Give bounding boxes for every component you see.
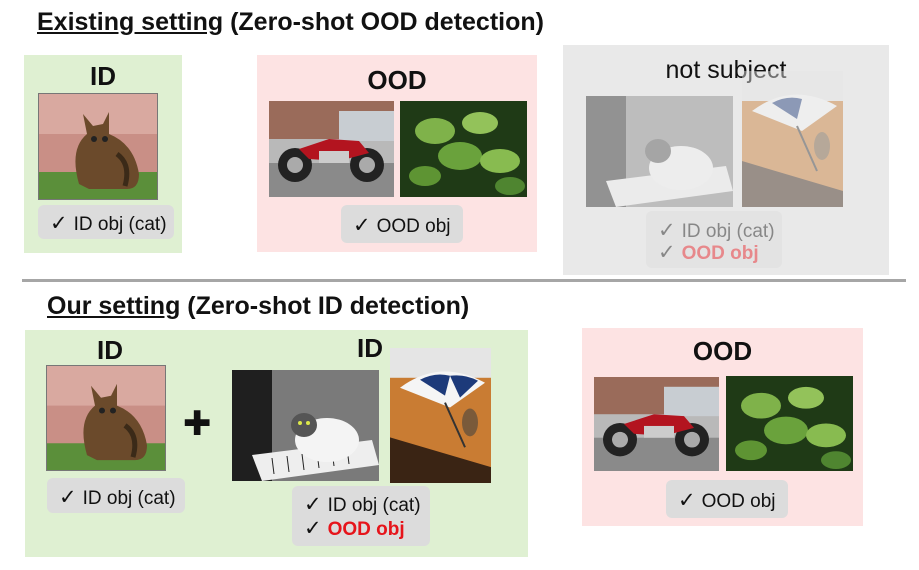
- existing-setting-title-rest: (Zero-shot OOD detection): [223, 8, 544, 36]
- check-icon: ✓: [353, 214, 371, 237]
- existing-id-label: ID: [90, 61, 116, 91]
- our-setting-title-underlined: Our setting: [47, 292, 181, 320]
- existing-setting-title: Existing setting (Zero-shot OOD detectio…: [37, 8, 544, 37]
- check-icon: ✓: [304, 517, 322, 540]
- our-id-tag-right-line2: OOD obj: [327, 519, 405, 540]
- check-icon: ✓: [59, 486, 77, 509]
- not-subject-panel: not subject ✓ID obj (cat) ✓OOD obj: [563, 45, 889, 275]
- existing-ood-tag-text: OOD obj: [376, 216, 451, 237]
- check-icon: ✓: [658, 241, 676, 264]
- our-id-tag-right-line1: ID obj (cat): [327, 495, 421, 516]
- existing-id-tag: ✓ID obj (cat): [38, 205, 174, 239]
- umbrella-image: [390, 348, 491, 483]
- motorcycle-image: [594, 377, 719, 471]
- existing-id-panel: ID ✓ID obj (cat): [24, 55, 182, 253]
- plant-image: [400, 101, 527, 197]
- check-icon: ✓: [658, 219, 676, 242]
- umbrella-image: [742, 71, 843, 207]
- our-id-tag-left: ✓ID obj (cat): [47, 478, 185, 513]
- our-id-label-left: ID: [97, 335, 123, 365]
- check-icon: ✓: [678, 489, 696, 512]
- existing-setting-title-underlined: Existing setting: [37, 8, 224, 36]
- existing-id-tag-text: ID obj (cat): [73, 214, 167, 235]
- cat-image: [46, 365, 166, 471]
- check-icon: ✓: [50, 212, 68, 235]
- cat-on-keyboard-image: [586, 96, 733, 207]
- not-subject-label: not subject: [665, 56, 787, 84]
- our-ood-panel: OOD ✓OOD obj: [582, 328, 863, 526]
- plant-image: [726, 376, 853, 471]
- not-subject-tag-line2: OOD obj: [681, 243, 759, 264]
- existing-ood-panel: OOD ✓OOD obj: [257, 55, 537, 252]
- our-ood-tag: ✓OOD obj: [666, 480, 788, 518]
- our-ood-tag-text: OOD obj: [701, 491, 776, 512]
- motorcycle-image: [269, 101, 394, 197]
- our-ood-label: OOD: [692, 336, 753, 366]
- not-subject-tag-line1: ID obj (cat): [681, 221, 775, 242]
- our-id-label-right: ID: [357, 333, 383, 363]
- section-divider: [22, 279, 906, 282]
- existing-ood-tag: ✓OOD obj: [341, 205, 463, 243]
- not-subject-tag: ✓ID obj (cat) ✓OOD obj: [646, 211, 782, 268]
- cat-on-keyboard-image: [232, 370, 379, 481]
- our-setting-title-rest: (Zero-shot ID detection): [180, 292, 470, 320]
- cat-image: [38, 93, 158, 200]
- our-id-tag-right: ✓ID obj (cat) ✓OOD obj: [292, 486, 430, 546]
- existing-ood-label: OOD: [367, 65, 427, 95]
- our-id-panel: ID ID ✚: [25, 330, 528, 557]
- our-setting-title: Our setting (Zero-shot ID detection): [47, 292, 469, 321]
- plus-icon: ✚: [183, 405, 212, 443]
- our-id-tag-left-text: ID obj (cat): [82, 488, 176, 509]
- check-icon: ✓: [304, 493, 322, 516]
